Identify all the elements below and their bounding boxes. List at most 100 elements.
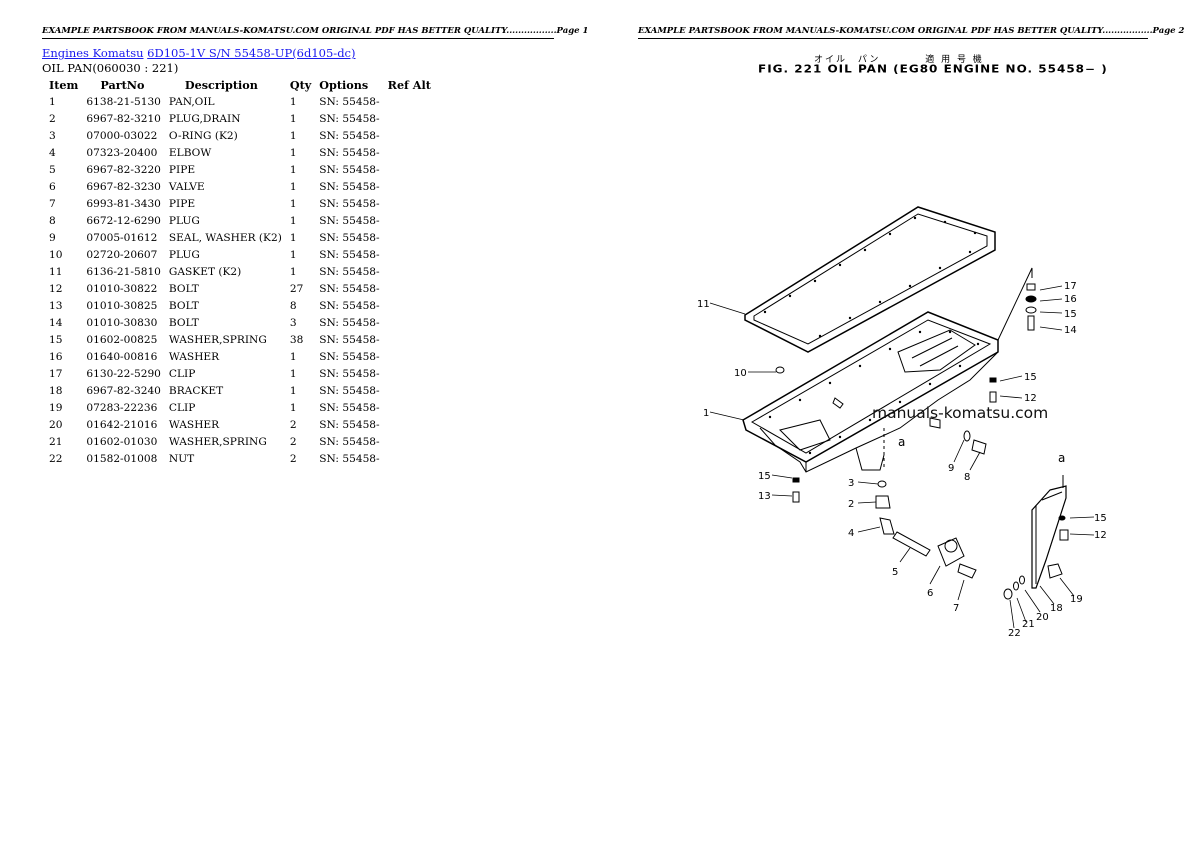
cell-options: SN: 55458- [319,333,380,346]
cell-item: 20 [49,418,63,431]
cell-partno: 07323-20400 [86,146,158,159]
cell-description: ELBOW [168,146,212,159]
callout-19: 19 [1070,594,1083,605]
cell-qty: 1 [289,384,297,397]
callout-17: 17 [1064,281,1077,292]
cell-options: SN: 55458- [319,418,380,431]
cell-item: 13 [49,299,63,312]
cell-options: SN: 55458- [319,146,380,159]
bracket-assembly [1003,475,1069,600]
callout-16: 16 [1064,294,1077,305]
col-refalt: Ref Alt [387,77,431,92]
cell-item: 14 [49,316,63,329]
breadcrumb-link-engines[interactable]: Engines Komatsu [42,46,144,60]
figure-title: FIG. 221 OIL PAN (EG80 ENGINE NO. 55458−… [758,63,1108,75]
cell-qty: 38 [289,333,304,346]
cell-partno: 6993-81-3430 [86,197,161,210]
cell-qty: 2 [289,435,297,448]
callout-21: 21 [1022,619,1035,630]
cell-item: 22 [49,452,63,465]
cell-qty: 1 [289,214,297,227]
cell-qty: 3 [289,316,297,329]
cell-item: 3 [49,129,56,142]
cell-item: 16 [49,350,63,363]
cell-options: SN: 55458- [319,401,380,414]
cell-item: 17 [49,367,63,380]
page-header-left: EXAMPLE PARTSBOOK FROM MANUALS-KOMATSU.C… [42,26,588,39]
cell-partno: 6967-82-3220 [86,163,161,176]
figure-title-block: オイル パン 適 用 号 機 FIG. 221 OIL PAN (EG80 EN… [758,52,1108,77]
cell-item: 18 [49,384,63,397]
cell-partno: 07283-22236 [86,401,158,414]
callout-a-pan: a [898,435,905,449]
cell-description: WASHER,SPRING [168,333,267,346]
cell-item: 21 [49,435,63,448]
gasket-bolt-holes [763,216,977,338]
cell-qty: 8 [289,299,297,312]
cell-options: SN: 55458- [319,452,380,465]
cell-options: SN: 55458- [319,316,380,329]
cell-item: 15 [49,333,63,346]
callout-4: 4 [848,528,854,539]
cell-options: SN: 55458- [319,367,380,380]
cell-options: SN: 55458- [319,384,380,397]
cell-options: SN: 55458- [319,129,380,142]
cell-description: O-RING (K2) [168,129,238,142]
cell-partno: 07000-03022 [86,129,158,142]
callout-15b: 15 [1024,372,1037,383]
breadcrumb-link-model[interactable]: 6D105-1V S/N 55458-UP(6d105-dc) [147,46,356,60]
col-partno: PartNo [100,77,145,92]
cell-description: PIPE [168,197,196,210]
callout-14: 14 [1064,325,1077,336]
cell-options: SN: 55458- [319,95,380,108]
cell-options: SN: 55458- [319,282,380,295]
cell-item: 12 [49,282,63,295]
callout-3: 3 [848,478,854,489]
cell-description: PLUG [168,214,200,227]
callout-7: 7 [953,603,959,614]
cell-description: CLIP [168,367,196,380]
cell-item: 4 [49,146,56,159]
cell-description: SEAL, WASHER (K2) [168,231,282,244]
cell-partno: 6967-82-3240 [86,384,161,397]
cell-partno: 6136-21-5810 [86,265,161,278]
callout-8: 8 [964,472,970,483]
callout-18: 18 [1050,603,1063,614]
callout-a-bracket: a [1058,451,1065,465]
callout-leader-lines [709,285,1095,629]
cell-description: PIPE [168,163,196,176]
figure-jp-caption: オイル パン 適 用 号 機 [758,52,1108,65]
cell-qty: 1 [289,248,297,261]
callout-1: 1 [703,408,709,419]
cell-options: SN: 55458- [319,350,380,363]
callout-15a: 15 [1064,309,1077,320]
cell-item: 7 [49,197,56,210]
cell-item: 19 [49,401,63,414]
cell-partno: 01602-00825 [86,333,158,346]
callout-22: 22 [1008,628,1021,639]
callout-20: 20 [1036,612,1049,623]
cell-options: SN: 55458- [319,180,380,193]
callout-12a: 12 [1024,393,1037,404]
cell-item: 5 [49,163,56,176]
callout-13: 13 [758,491,771,502]
cell-description: PAN,OIL [168,95,215,108]
table-row: 15 01602-00825 WASHER,SPRING 38 SN: 55458- [45,331,435,348]
col-description: Description [184,77,258,92]
cell-partno: 01010-30830 [86,316,158,329]
cell-qty: 1 [289,163,297,176]
cell-qty: 1 [289,112,297,125]
oil-pan-bolt-holes [768,330,980,455]
cell-description: WASHER [168,418,220,431]
parts-table: Item PartNo Description Qty Options Ref … [45,76,435,467]
cell-partno: 01582-01008 [86,452,158,465]
